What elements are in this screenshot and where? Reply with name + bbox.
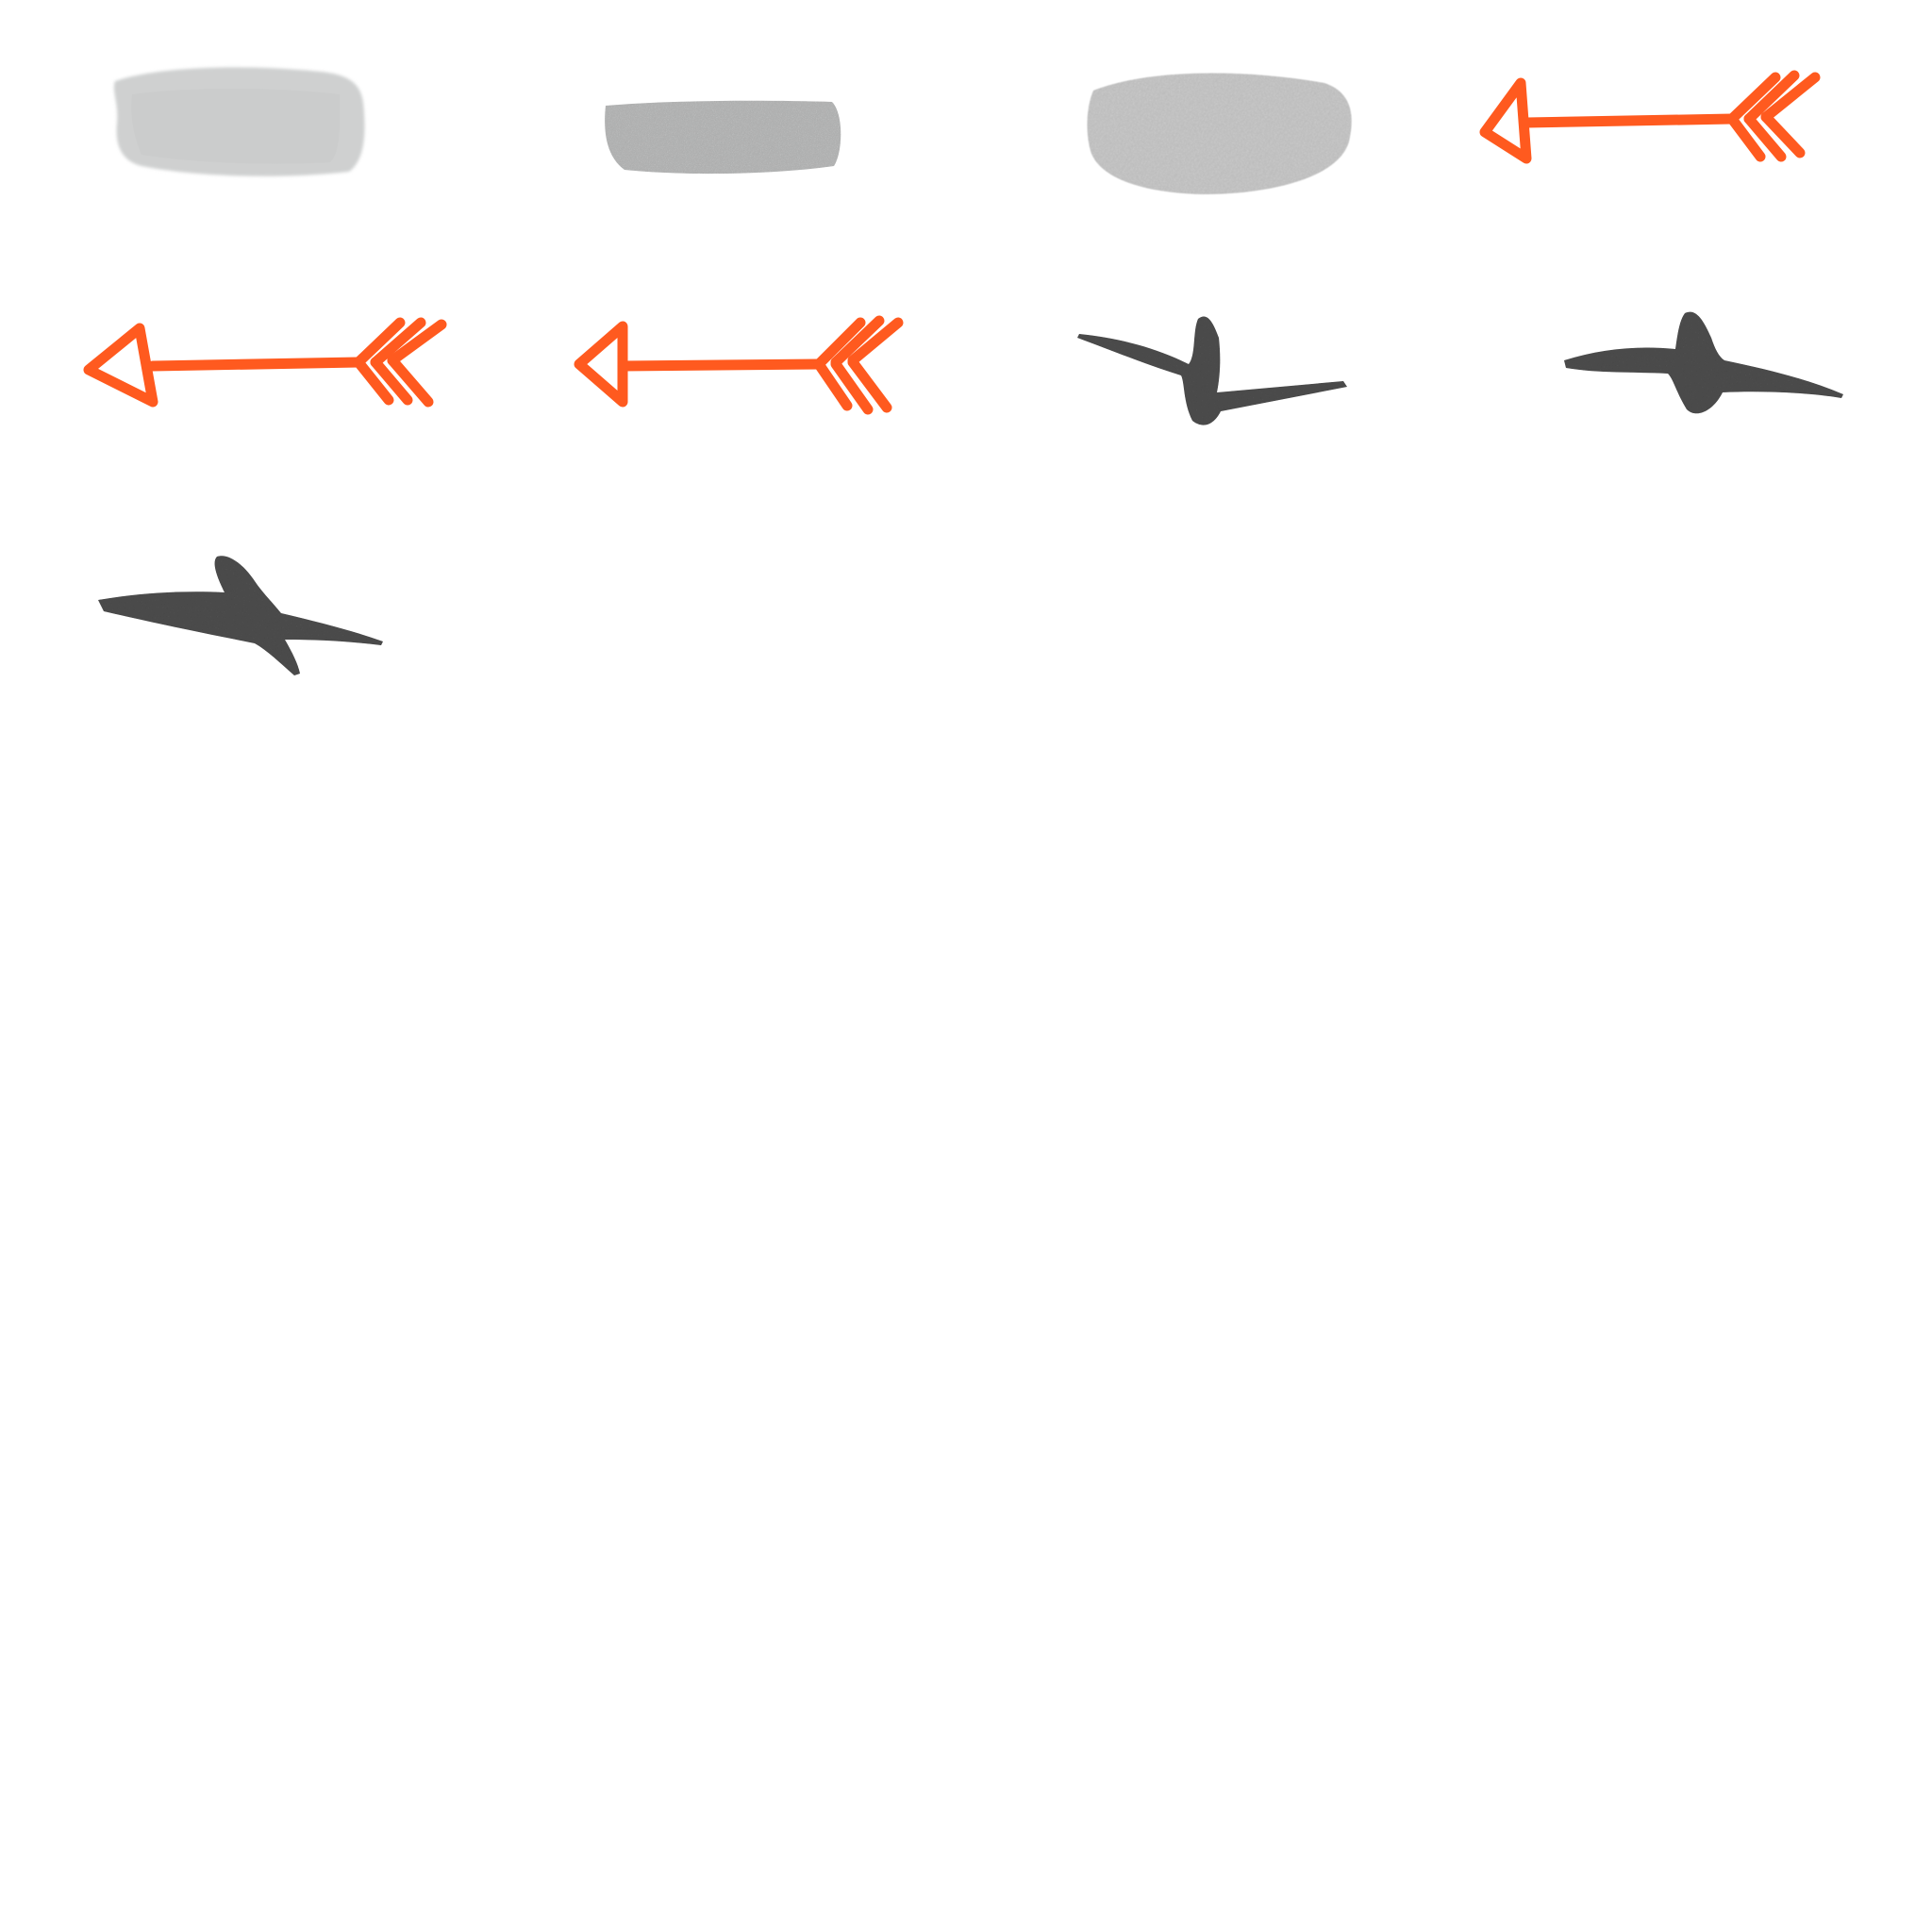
gray-swatch-thin-icon: [605, 100, 841, 175]
gray-brush-swatch-thin: [483, 0, 966, 251]
gray-brush-swatch-textured: [966, 0, 1449, 251]
arrow-left-icon: [83, 317, 447, 408]
lightning-bolt-brush: [0, 502, 483, 753]
lightning-bolt-icon: [98, 556, 383, 675]
lightning-bolt-icon: [1077, 316, 1347, 425]
lightning-bolt-brush: [1449, 251, 1932, 502]
orange-arrow: [1449, 0, 1932, 251]
arrow-left-icon: [574, 315, 904, 415]
lightning-bolt-icon: [1564, 311, 1843, 414]
lightning-bolt-brush: [966, 251, 1449, 502]
arrow-left-icon: [1479, 70, 1821, 164]
gray-swatch-light-icon: [113, 67, 365, 176]
gray-brush-swatch-light: [0, 0, 483, 251]
gray-swatch-textured-icon: [1087, 73, 1352, 194]
orange-arrow: [0, 251, 483, 502]
orange-arrow: [483, 251, 966, 502]
